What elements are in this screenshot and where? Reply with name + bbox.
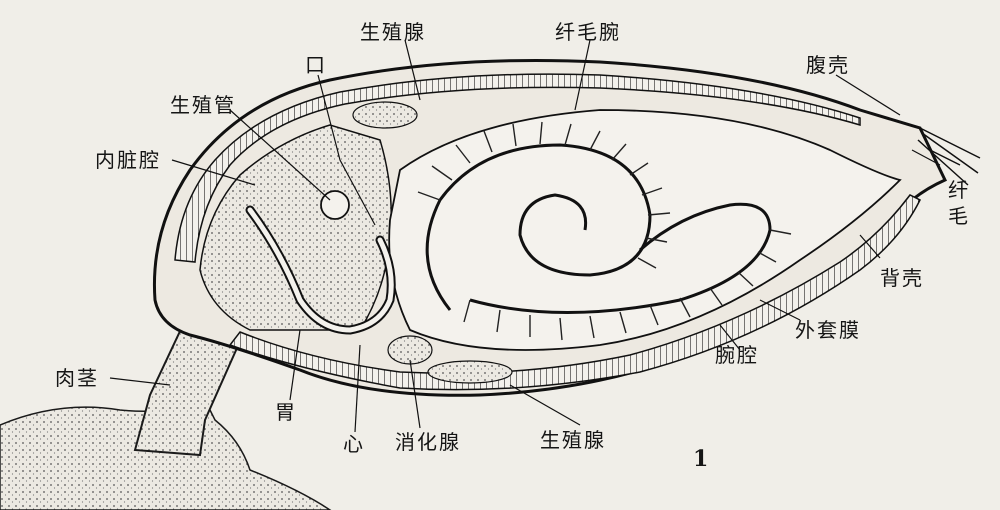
ventral-valve-wall <box>174 73 861 263</box>
lophophore-arm <box>469 202 772 314</box>
label-gonad-bottom: 生殖腺 <box>540 428 606 452</box>
label-cilia-1: 纤 <box>948 178 970 202</box>
label-mantle: 外套膜 <box>795 318 861 342</box>
label-stomach: 胃 <box>275 400 297 424</box>
cilia-bundle <box>917 127 981 186</box>
label-dorsal-valve: 背壳 <box>880 266 924 290</box>
label-mouth: 口 <box>305 53 327 77</box>
label-digestive-gland: 消化腺 <box>395 430 461 454</box>
label-cilia-2: 毛 <box>948 204 970 228</box>
label-lophophore: 纤毛腕 <box>555 20 621 44</box>
label-heart: 心 <box>343 432 365 456</box>
gonad-top-blob <box>352 101 418 129</box>
visceral-cavity-region <box>199 124 392 331</box>
label-pedicle: 肉茎 <box>55 366 99 390</box>
lophophore-spiral-outer <box>425 143 652 311</box>
label-brachial-cavity: 腕腔 <box>715 343 759 367</box>
gonad-bottom-blob <box>427 360 513 384</box>
label-ventral-valve: 腹壳 <box>806 53 850 77</box>
lophophore-cilia-fringe <box>417 121 792 341</box>
label-visceral-cavity: 内脏腔 <box>95 148 161 172</box>
leader-lines <box>109 39 941 433</box>
figure-number: 1 <box>693 446 709 472</box>
label-gonoduct: 生殖管 <box>170 93 236 117</box>
brachial-cavity-region <box>388 109 902 351</box>
label-gonad-top: 生殖腺 <box>360 20 426 44</box>
digestive-gland-blob <box>387 335 433 365</box>
